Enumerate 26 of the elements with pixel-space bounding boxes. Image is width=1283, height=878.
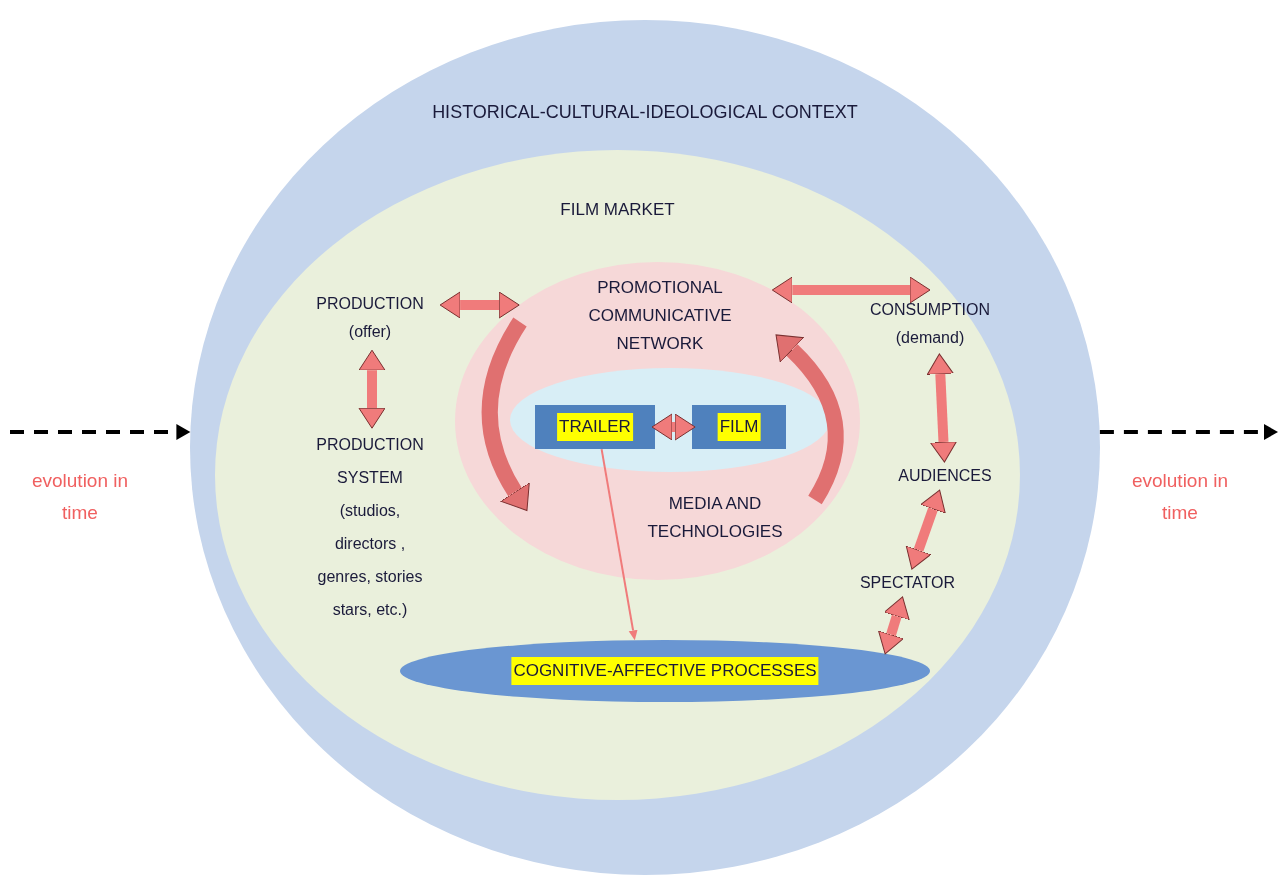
node-label: CONSUMPTION (demand) [850,296,1010,354]
note-text: evolution in time [30,469,130,525]
node-label: PRODUCTION SYSTEM (studios, directors , genres, stories stars, etc.) [312,428,428,643]
node-label: AUDIENCES [880,462,1010,490]
highlighted-label: FILM [717,413,761,441]
double-arrow [926,353,957,463]
ellipse-label: PROMOTIONAL COMMUNICATIVE NETWORK [587,277,733,355]
ellipse-label: HISTORICAL-CULTURAL-IDEOLOGICAL CONTEXT [431,101,859,124]
double-arrow [651,413,696,441]
node-label: PRODUCTION (offer) [300,290,440,350]
note-text: evolution in time [1130,469,1230,525]
arrow [600,448,638,641]
ellipse-label: MEDIA AND TECHNOLOGIES [646,493,784,543]
double-arrow [878,596,910,655]
highlighted-label: COGNITIVE-AFFECTIVE PROCESSES [511,657,819,685]
ellipse-label: FILM MARKET [559,199,676,221]
highlighted-label: TRAILER [557,413,633,441]
node-label: SPECTATOR [845,569,970,597]
double-arrow [905,489,946,570]
double-arrow [771,276,931,304]
content-box [535,405,655,449]
dashed-arrow [10,424,191,440]
double-arrow [439,291,520,319]
content-box [692,405,786,449]
dashed-arrow [1099,424,1278,440]
double-arrow [358,349,386,429]
